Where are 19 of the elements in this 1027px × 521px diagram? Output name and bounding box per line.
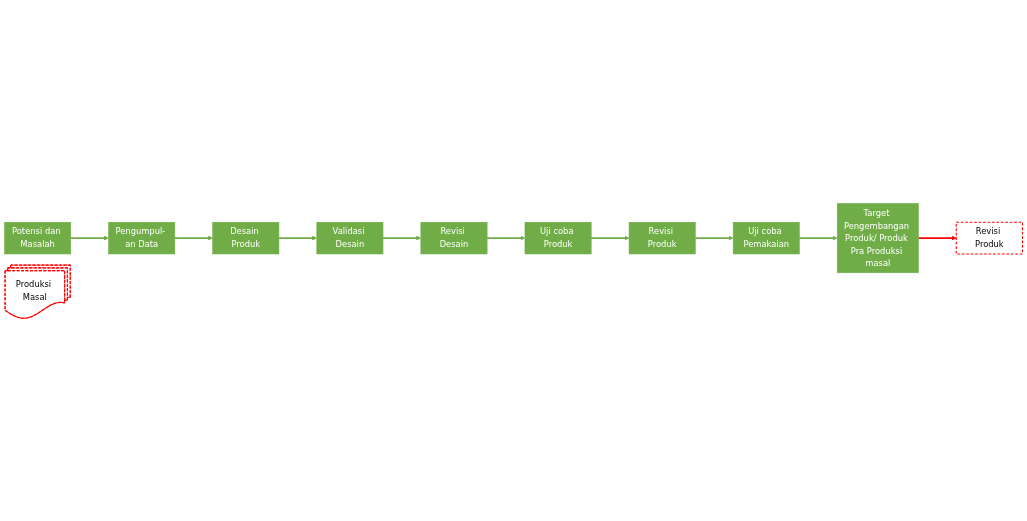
arrow bbox=[798, 235, 838, 241]
arrow bbox=[69, 235, 109, 241]
node-box: Desain Produk bbox=[212, 221, 280, 254]
arrow bbox=[917, 235, 957, 241]
node-box: Pengumpul- an Data bbox=[108, 221, 176, 254]
node-box: Uji coba Produk bbox=[524, 221, 592, 254]
arrow bbox=[590, 235, 630, 241]
node-box: Revisi Produk bbox=[628, 221, 696, 254]
arrow bbox=[694, 235, 734, 241]
node-box: Potensi dan Masalah bbox=[4, 221, 72, 254]
arrow bbox=[278, 235, 317, 241]
arrow bbox=[486, 235, 526, 241]
node-box: Revisi Desain bbox=[420, 221, 488, 254]
node-box: Revisi Produk bbox=[955, 221, 1024, 255]
arrow bbox=[174, 235, 213, 241]
node-box: Target Pengembangan Produk/ Produk Pra Produksi masal bbox=[836, 202, 919, 273]
node-box: Validasi Desain bbox=[316, 221, 384, 254]
node-box: Uji coba Pemakaian bbox=[732, 221, 800, 254]
arrow bbox=[382, 235, 422, 241]
